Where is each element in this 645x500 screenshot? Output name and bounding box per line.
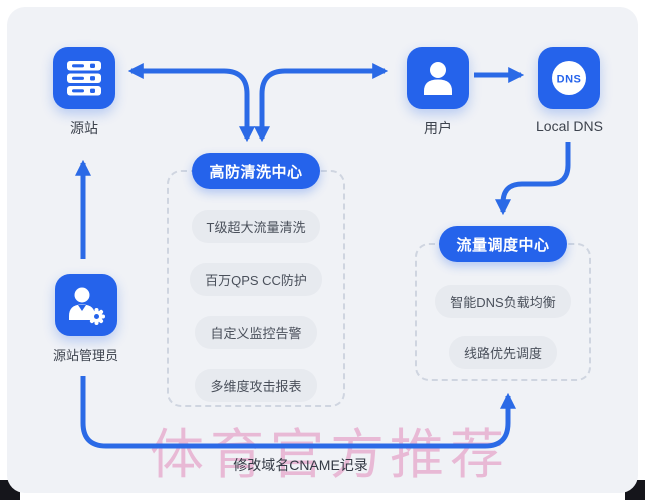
node-user: 用户 — [407, 47, 469, 138]
cname-note: 修改域名CNAME记录 — [233, 457, 368, 473]
feature-pill: 百万QPS CC防护 — [190, 263, 322, 296]
dns-badge-text: DNS — [557, 74, 582, 86]
origin-server-icon — [53, 47, 115, 109]
scheduling-center-box: 智能DNS负载均衡 线路优先调度 — [415, 243, 591, 381]
server-icon — [67, 61, 101, 96]
feature-pill: 多维度攻击报表 — [195, 369, 317, 402]
feature-pill: 线路优先调度 — [448, 336, 557, 369]
local-dns-label: Local DNS — [536, 118, 603, 134]
admin-label: 源站管理员 — [53, 348, 119, 363]
feature-pill: T级超大流量清洗 — [191, 210, 321, 243]
scheduling-center-title: 流量调度中心 — [439, 226, 567, 262]
dns-icon-box: DNS — [538, 47, 601, 109]
feature-pill: 自定义监控告警 — [195, 316, 317, 349]
feature-pill: 智能DNS负载均衡 — [435, 285, 571, 318]
user-icon — [424, 62, 452, 95]
dns-icon: DNS — [552, 61, 587, 95]
user-label: 用户 — [424, 120, 452, 136]
scheduling-center-title-wrap: 流量调度中心 — [415, 226, 591, 262]
user-icon-box — [407, 47, 469, 109]
admin-gear-icon — [68, 287, 105, 325]
cleaning-center-title: 高防清洗中心 — [192, 153, 320, 189]
node-admin: 源站管理员 — [53, 274, 118, 364]
cleaning-center-title-wrap: 高防清洗中心 — [167, 153, 345, 189]
admin-icon-box — [54, 274, 117, 336]
node-origin-server: 源站 — [53, 47, 115, 138]
cleaning-center-box: T级超大流量清洗 百万QPS CC防护 自定义监控告警 多维度攻击报表 — [167, 170, 345, 407]
origin-server-label: 源站 — [70, 120, 98, 136]
node-local-dns: DNS Local DNS — [536, 47, 603, 134]
